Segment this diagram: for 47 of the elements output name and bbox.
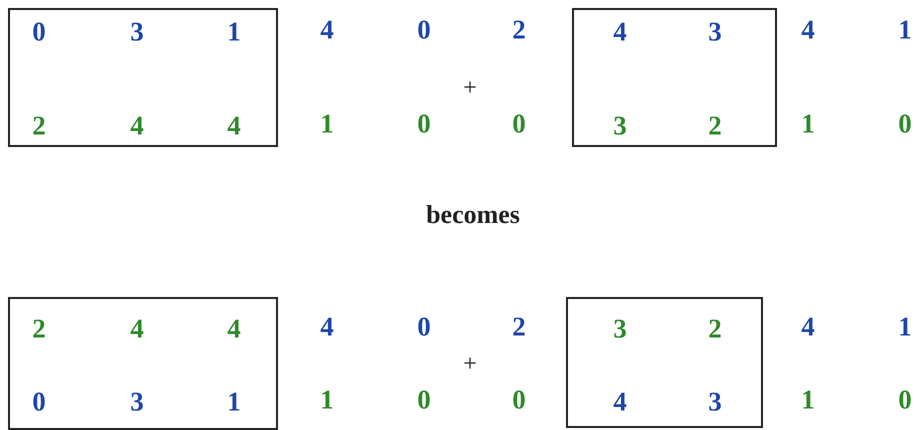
digit: 0 [417, 110, 431, 138]
digit: 0 [417, 386, 431, 414]
digit: 3 [708, 388, 722, 416]
digit: 4 [227, 112, 241, 140]
digit: 1 [898, 16, 912, 44]
digit: 2 [32, 112, 46, 140]
digit: 2 [708, 316, 722, 342]
bordered-box [572, 8, 777, 147]
digit: 4 [613, 18, 627, 46]
digit: 2 [32, 316, 46, 342]
digit: 1 [898, 314, 912, 340]
plus-sign: + [463, 352, 477, 376]
digit: 4 [801, 16, 815, 44]
digit: 0 [417, 16, 431, 44]
plus-sign: + [463, 76, 477, 100]
digit: 0 [898, 110, 912, 138]
digit: 0 [898, 386, 912, 414]
digit: 4 [130, 112, 144, 140]
digit: 4 [320, 314, 334, 340]
digit: 1 [227, 388, 241, 416]
digit: 1 [227, 18, 241, 46]
bordered-box [8, 297, 278, 430]
bordered-box [8, 8, 278, 147]
digit: 0 [512, 110, 526, 138]
digit: 4 [613, 388, 627, 416]
digit: 4 [320, 16, 334, 44]
digit: 3 [613, 316, 627, 342]
digit: 0 [512, 386, 526, 414]
word-label: becomes [426, 202, 520, 228]
digit: 0 [32, 388, 46, 416]
digit: 4 [130, 316, 144, 342]
digit: 3 [613, 112, 627, 140]
digit: 1 [320, 110, 334, 138]
bordered-box [566, 297, 763, 428]
digit: 2 [708, 112, 722, 140]
digit: 1 [801, 386, 815, 414]
digit: 1 [320, 386, 334, 414]
digit: 4 [227, 316, 241, 342]
digit: 2 [512, 314, 526, 340]
digit: 3 [130, 388, 144, 416]
digit: 4 [801, 314, 815, 340]
digit: 3 [708, 18, 722, 46]
digit: 0 [417, 314, 431, 340]
digit: 0 [32, 18, 46, 46]
digit: 1 [801, 110, 815, 138]
digit: 2 [512, 16, 526, 44]
digit: 3 [130, 18, 144, 46]
